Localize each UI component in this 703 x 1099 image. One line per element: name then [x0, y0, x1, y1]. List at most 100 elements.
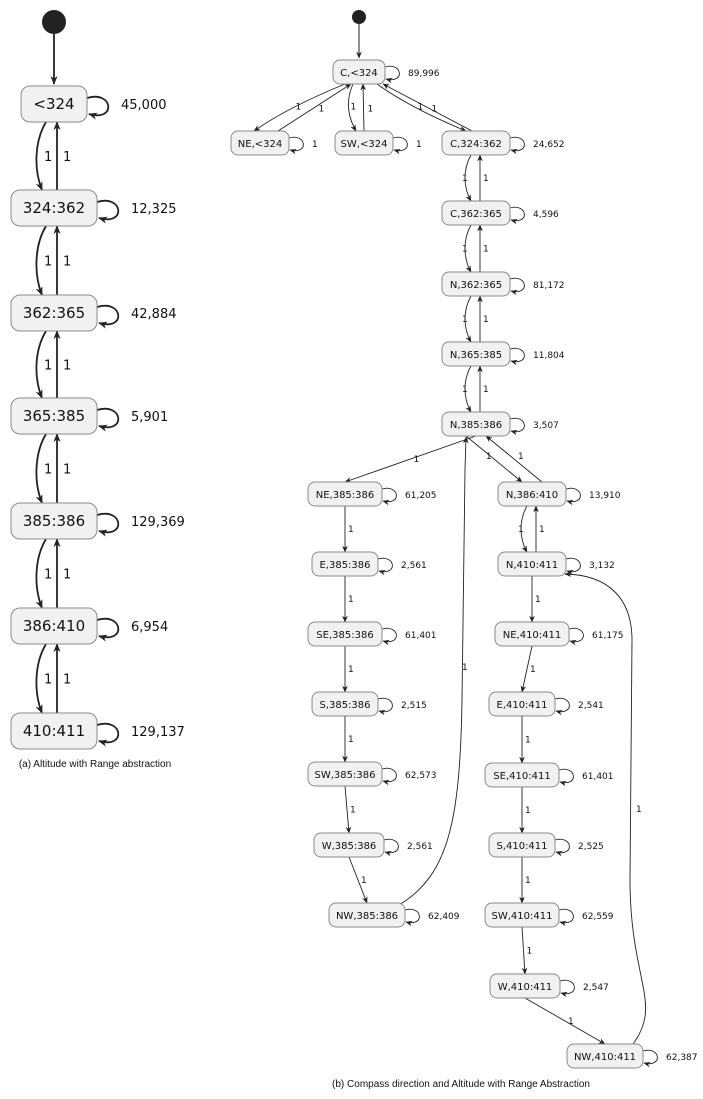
self-loop-count: 6,954	[131, 620, 168, 635]
state-box	[566, 1043, 644, 1069]
state-box	[328, 902, 406, 928]
transition-arrow	[464, 295, 472, 343]
caption-b: (b) Compass direction and Altitude with …	[332, 1079, 590, 1090]
state-label: C,362:365	[450, 209, 502, 220]
self-loop-arrow	[509, 136, 525, 155]
transition-label: 1	[525, 876, 531, 886]
transition-arrow	[464, 224, 472, 273]
self-loop-count: 61,205	[405, 491, 437, 501]
state-label: N,365:385	[450, 350, 502, 361]
transition-label: 1	[568, 1017, 574, 1027]
self-loop-count: 2,547	[583, 983, 609, 993]
transition-arrow	[277, 83, 352, 132]
transition-label: 1	[462, 385, 468, 395]
transition-label: 1	[348, 735, 354, 745]
self-loop-arrow	[509, 347, 525, 366]
self-loop-count: 2,525	[578, 842, 604, 852]
transition-label: 1	[44, 359, 52, 374]
transition-label: 1	[462, 245, 468, 255]
state-box	[10, 294, 98, 332]
caption-a: (a) Altitude with Range abstraction	[19, 759, 171, 770]
state-label: N,410:411	[506, 560, 558, 571]
state-box	[497, 551, 567, 577]
self-loop-arrow	[381, 487, 397, 506]
state-label: S,385:386	[319, 700, 370, 711]
state-node: SW,385:386	[307, 761, 383, 787]
self-loop-count: 62,409	[428, 912, 460, 922]
state-node: SE,385:386	[307, 621, 383, 647]
self-loop-arrow	[558, 768, 574, 787]
self-loop-count: 1	[312, 140, 318, 150]
state-node: SW,410:411	[484, 902, 560, 928]
initial-state-marker-a	[42, 10, 66, 34]
state-node: NE,<324	[230, 130, 290, 156]
transition-arrow	[35, 538, 47, 609]
transition-label: 1	[368, 105, 374, 115]
state-node: NW,410:411	[566, 1043, 644, 1069]
state-box	[488, 832, 556, 858]
self-loop-count: 4,596	[533, 210, 559, 220]
self-loop-count: 2,561	[401, 561, 427, 571]
transition-label: 1	[351, 103, 357, 113]
transition-label: 1	[483, 174, 489, 184]
self-loop-arrow	[392, 136, 408, 155]
self-loop-count: 62,387	[666, 1053, 698, 1063]
state-node: 386:410	[10, 607, 98, 645]
transition-arrow	[382, 83, 473, 132]
transition-label: 1	[44, 150, 52, 165]
state-node: W,410:411	[489, 973, 561, 999]
self-loop-arrow	[96, 617, 120, 642]
transition-arrow	[485, 435, 543, 483]
transition-arrow	[464, 365, 472, 413]
transition-label: 1	[525, 806, 531, 816]
transition-label: 1	[44, 255, 52, 270]
state-label: N,386:410	[506, 490, 558, 501]
transition-label: 1	[44, 673, 52, 688]
self-loop-arrow	[642, 1049, 658, 1068]
state-node: N,362:365	[441, 271, 511, 297]
state-box	[484, 902, 560, 928]
transition-label: 1	[44, 568, 52, 583]
transition-label: 1	[63, 255, 71, 270]
transition-arrow	[35, 643, 47, 714]
self-loop-arrow	[558, 908, 574, 927]
self-loop-arrow	[96, 512, 120, 537]
state-node: N,385:386	[441, 411, 511, 437]
state-node: SW,<324	[334, 130, 394, 156]
transition-label: 1	[348, 665, 354, 675]
transition-label: 1	[63, 359, 71, 374]
transition-label: 1	[63, 463, 71, 478]
self-loop-count: 13,910	[589, 491, 621, 501]
transition-arrow	[464, 154, 472, 202]
state-label: 365:385	[23, 407, 85, 425]
state-box	[10, 189, 98, 227]
transition-label: 1	[44, 463, 52, 478]
self-loop-count: 12,325	[131, 202, 177, 217]
state-label: N,362:365	[450, 280, 502, 291]
state-box	[10, 712, 98, 750]
state-label: SE,410:411	[493, 771, 550, 782]
transition-label: 1	[462, 315, 468, 325]
transition-arrow	[253, 83, 346, 132]
state-box	[311, 551, 379, 577]
state-node: 385:386	[10, 502, 98, 540]
transition-label: 1	[527, 947, 533, 957]
self-loop-count: 24,652	[533, 140, 565, 150]
state-box	[332, 59, 386, 85]
state-label: SW,385:386	[315, 770, 376, 781]
transition-arrow	[521, 926, 528, 975]
state-node: NW,385:386	[328, 902, 406, 928]
self-loop-arrow	[509, 206, 525, 225]
state-label: SW,410:411	[492, 911, 553, 922]
self-loop-count: 5,901	[131, 410, 168, 425]
self-loop-arrow	[509, 277, 525, 296]
self-loop-count: 61,401	[582, 772, 614, 782]
transition-label: 1	[462, 663, 468, 673]
transition-label: 1	[539, 525, 545, 535]
state-box	[441, 130, 511, 156]
transition-label: 1	[483, 315, 489, 325]
state-node: 410:411	[10, 712, 98, 750]
state-node: <324	[20, 85, 88, 123]
state-label: 410:411	[23, 722, 85, 740]
state-label: 324:362	[23, 199, 85, 217]
